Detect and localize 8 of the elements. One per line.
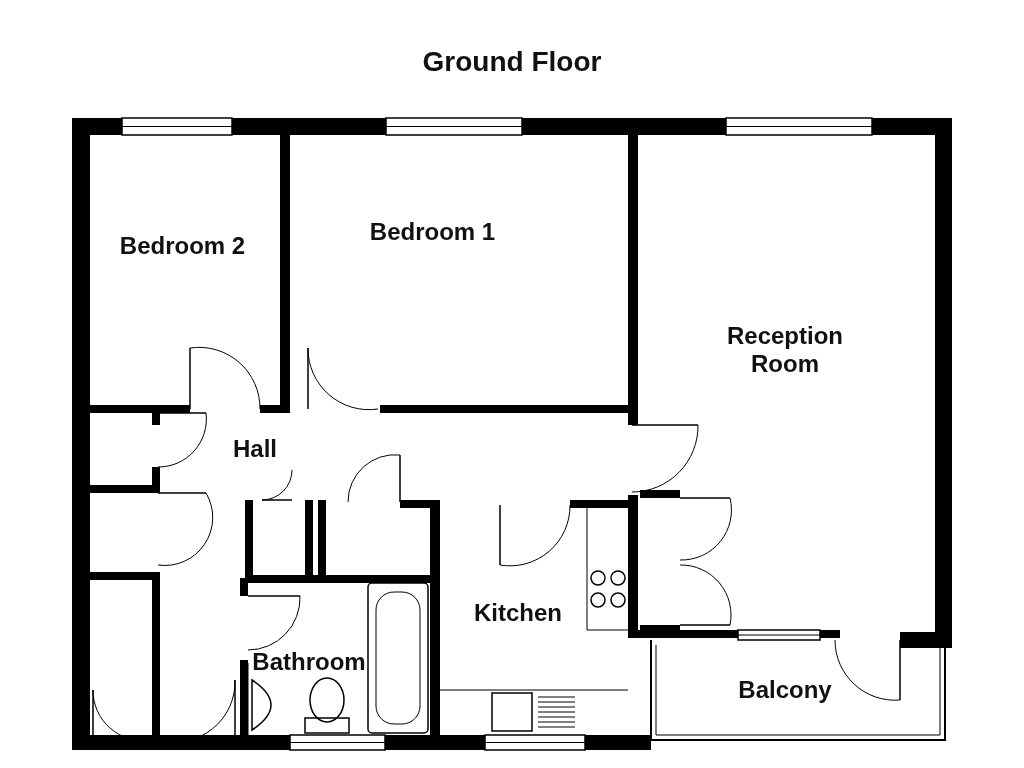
room-label: Balcony bbox=[715, 676, 855, 704]
room-label: Bedroom 1 bbox=[360, 218, 505, 246]
room-label: Hall bbox=[215, 435, 295, 463]
room-label: Kitchen bbox=[458, 599, 578, 627]
floor-title: Ground Floor bbox=[421, 48, 603, 76]
room-label: Reception Room bbox=[700, 322, 870, 378]
room-label: Bathroom bbox=[252, 648, 366, 676]
room-label: Bedroom 2 bbox=[100, 232, 265, 260]
